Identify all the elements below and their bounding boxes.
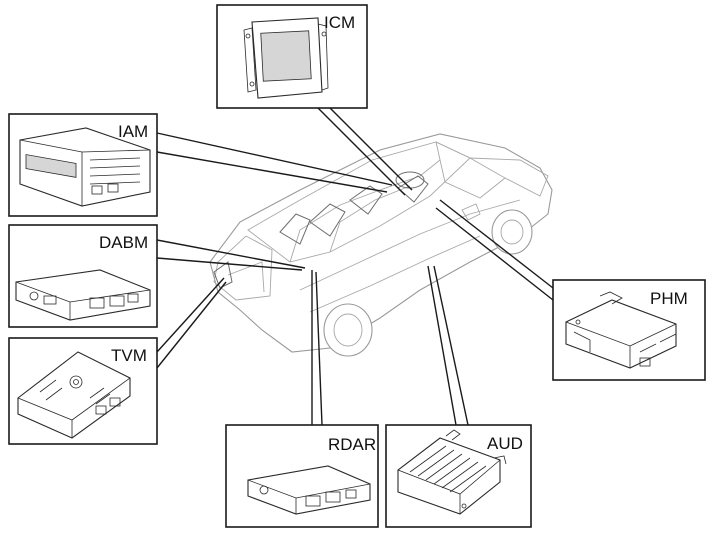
rdar-label: RDAR [328, 435, 376, 454]
icm-module-drawing [243, 17, 329, 99]
tvm-callout: TVM [8, 337, 158, 445]
dabm-module-drawing [15, 269, 151, 321]
aud-label: AUD [487, 434, 523, 453]
dabm-callout: DABM [8, 224, 158, 328]
phm-module-drawing [565, 291, 677, 369]
leader-phm-2 [435, 207, 554, 301]
iam-callout: IAM [8, 113, 158, 217]
leader-iam-2 [156, 151, 388, 193]
phm-callout: PHM [552, 279, 706, 381]
leader-dabm-2 [156, 257, 303, 271]
leader-lines [156, 107, 554, 426]
tvm-label: TVM [111, 346, 147, 365]
leader-iam [156, 132, 393, 186]
tvm-module-drawing [17, 351, 131, 439]
leader-rdar-2 [315, 271, 323, 426]
icm-callout: ICM [216, 4, 368, 109]
leader-dabm [156, 239, 306, 269]
leader-tvm [156, 277, 225, 353]
leader-icm-2 [317, 107, 406, 196]
dabm-label: DABM [99, 233, 148, 252]
iam-label: IAM [118, 122, 148, 141]
aud-callout: AUD [385, 424, 532, 528]
leader-aud [427, 265, 457, 426]
aud-module-drawing [397, 429, 507, 515]
leader-icm [329, 107, 413, 191]
icm-label: ICM [324, 13, 355, 32]
rdar-callout: RDAR [225, 424, 379, 528]
phm-label: PHM [650, 289, 688, 308]
iam-module-drawing [19, 127, 151, 207]
car-illustration [209, 133, 553, 357]
leader-phm [439, 199, 554, 289]
leader-tvm-2 [156, 281, 227, 369]
leader-aud-2 [433, 265, 469, 426]
rdar-module-drawing [247, 465, 371, 515]
